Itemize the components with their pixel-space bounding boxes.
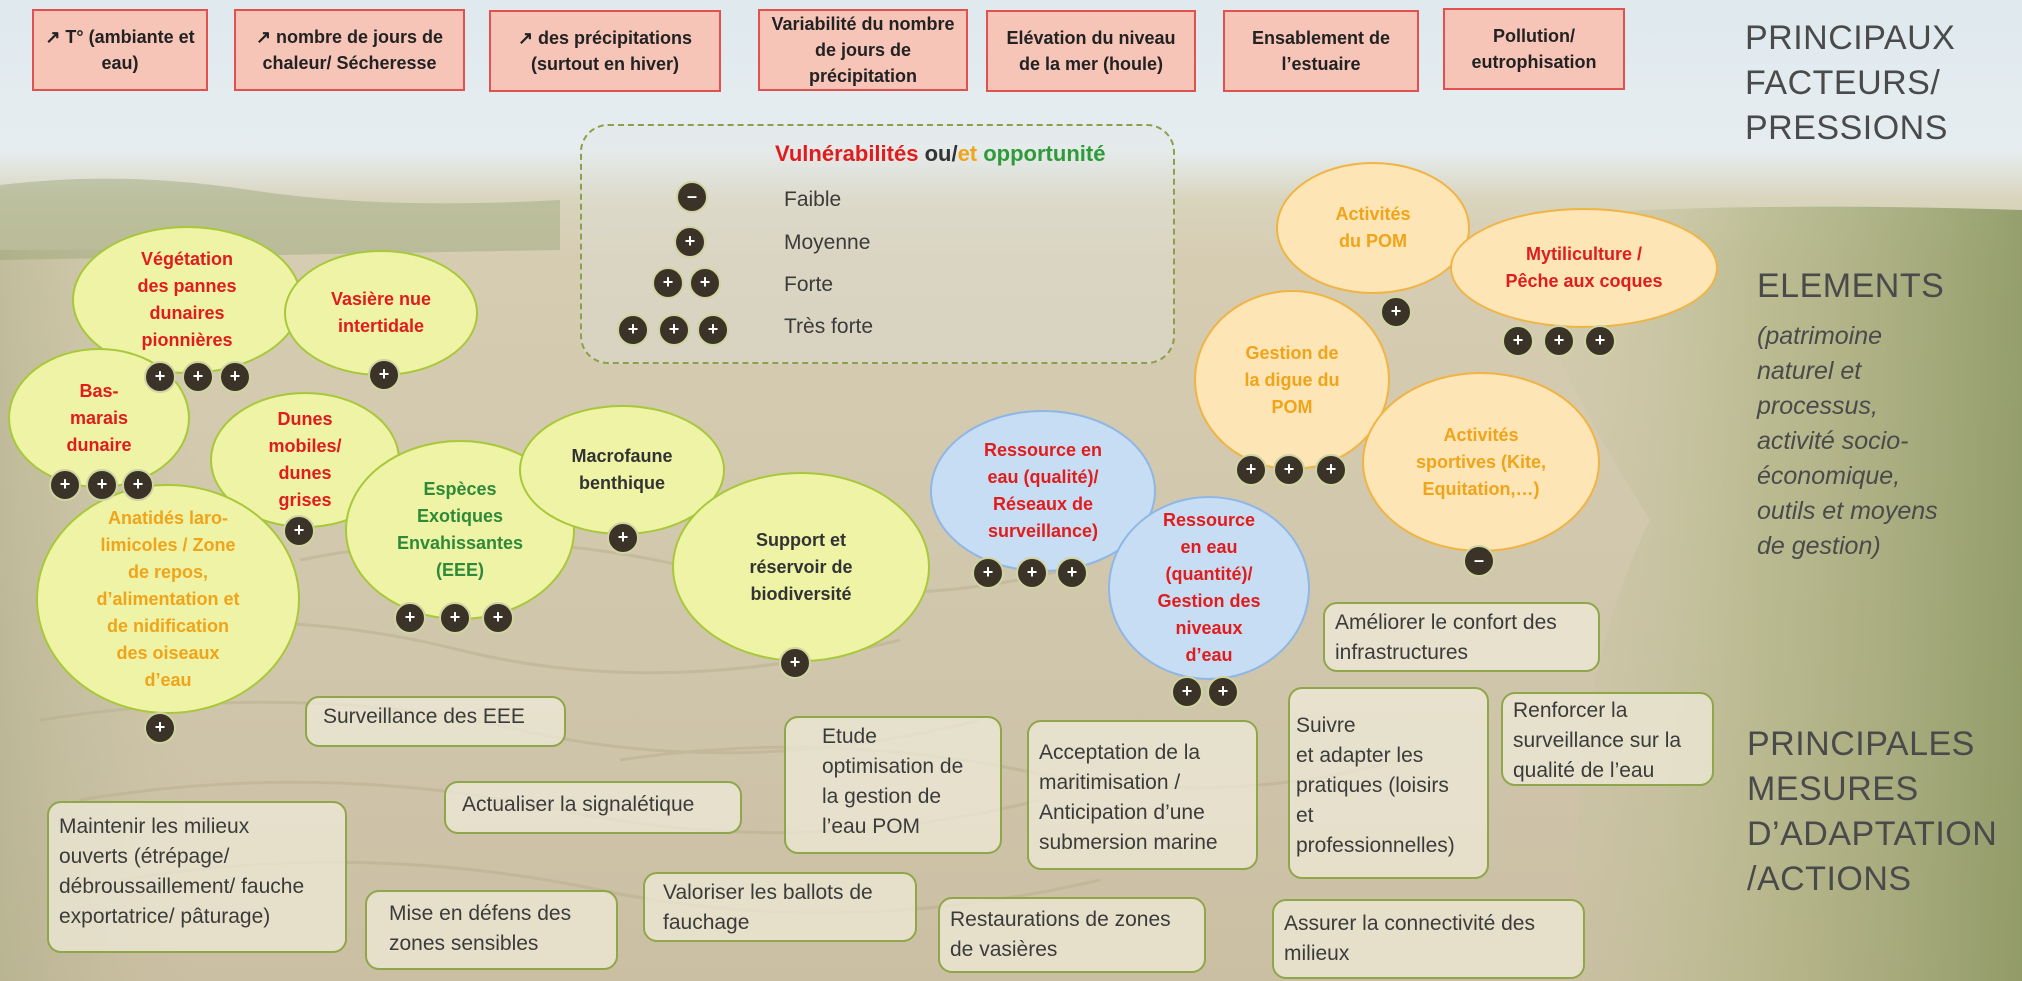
pressure-precipitation: ↗ des précipitations (surtout en hiver): [489, 10, 721, 92]
legend-label-moyenne: Moyenne: [784, 231, 871, 254]
section-subtitle-elements: (patrimoine naturel et processus, activi…: [1757, 322, 1938, 560]
mark-digue-2: +: [1273, 454, 1305, 486]
mark-eee-1: +: [394, 602, 426, 634]
mark-macrofaune-1: +: [607, 522, 639, 554]
pressure-heat-days: ↗ nombre de jours de chaleur/ Sécheresse: [234, 9, 465, 91]
mark-dunes-1: +: [283, 515, 315, 547]
legend-label-tres-forte: Très forte: [784, 315, 874, 338]
legend-mark-tres-forte-2: +: [658, 314, 690, 346]
mark-vegetation-1: +: [144, 361, 176, 393]
mark-sportives-1: –: [1463, 545, 1495, 577]
legend-title-vulnerabilites: Vulnérabilités: [775, 141, 919, 166]
section-title-elements: ELEMENTS: [1757, 267, 1945, 305]
mark-ressource-qualite-3: +: [1056, 557, 1088, 589]
mark-ressource-qualite-1: +: [972, 557, 1004, 589]
mark-mytiliculture-1: +: [1502, 325, 1534, 357]
pressure-pollution: Pollution/ eutrophisation: [1443, 8, 1625, 90]
pressure-silting: Ensablement de l’estuaire: [1223, 10, 1419, 92]
legend-title: Vulnérabilités ou/et opportunité: [775, 141, 1105, 167]
mark-vegetation-3: +: [219, 361, 251, 393]
legend-mark-faible: –: [676, 181, 708, 213]
mark-digue-3: +: [1315, 454, 1347, 486]
pressure-precipitation-variability: Variabilité du nombre de jours de précip…: [758, 9, 968, 91]
mark-vegetation-2: +: [182, 361, 214, 393]
action-surveillance-eee: Surveillance des EEE: [305, 696, 566, 747]
element-mytiliculture: Mytiliculture /Pêche aux coques: [1450, 208, 1718, 328]
mark-eee-2: +: [439, 602, 471, 634]
legend-mark-forte-1: +: [652, 267, 684, 299]
mark-bas-marais-2: +: [86, 469, 118, 501]
mark-bas-marais-1: +: [49, 469, 81, 501]
mark-mytiliculture-3: +: [1584, 325, 1616, 357]
mark-bas-marais-3: +: [122, 469, 154, 501]
mark-ressource-quantite-1: +: [1171, 676, 1203, 708]
legend-label-forte: Forte: [784, 273, 834, 296]
legend-label-faible: Faible: [784, 188, 842, 211]
legend-mark-tres-forte-3: +: [697, 314, 729, 346]
legend-mark-tres-forte-1: +: [617, 314, 649, 346]
mark-ressource-qualite-2: +: [1016, 557, 1048, 589]
legend-title-et: et: [957, 141, 978, 166]
legend-title-ou: ou/: [918, 141, 958, 166]
action-actualiser-signaletique: Actualiser la signalétique: [444, 781, 742, 834]
mark-digue-1: +: [1235, 454, 1267, 486]
pressure-temperature: ↗ T° (ambiante et eau): [32, 9, 208, 91]
mark-mytiliculture-2: +: [1543, 325, 1575, 357]
legend-mark-moyenne: +: [674, 226, 706, 258]
mark-anatides-1: +: [144, 712, 176, 744]
legend-title-opportunite: opportunité: [977, 141, 1106, 166]
mark-support-1: +: [779, 647, 811, 679]
mark-activites-pom-1: +: [1380, 296, 1412, 328]
mark-eee-3: +: [482, 602, 514, 634]
mark-ressource-quantite-2: +: [1207, 676, 1239, 708]
section-title-pressures: PRINCIPAUX FACTEURS/ PRESSIONS: [1745, 19, 1956, 147]
pressure-sea-level: Elévation du niveau de la mer (houle): [986, 10, 1196, 92]
mark-vasiere-1: +: [368, 359, 400, 391]
section-title-actions: PRINCIPALES MESURES D’ADAPTATION /ACTION…: [1747, 725, 1998, 898]
legend-mark-forte-2: +: [689, 267, 721, 299]
